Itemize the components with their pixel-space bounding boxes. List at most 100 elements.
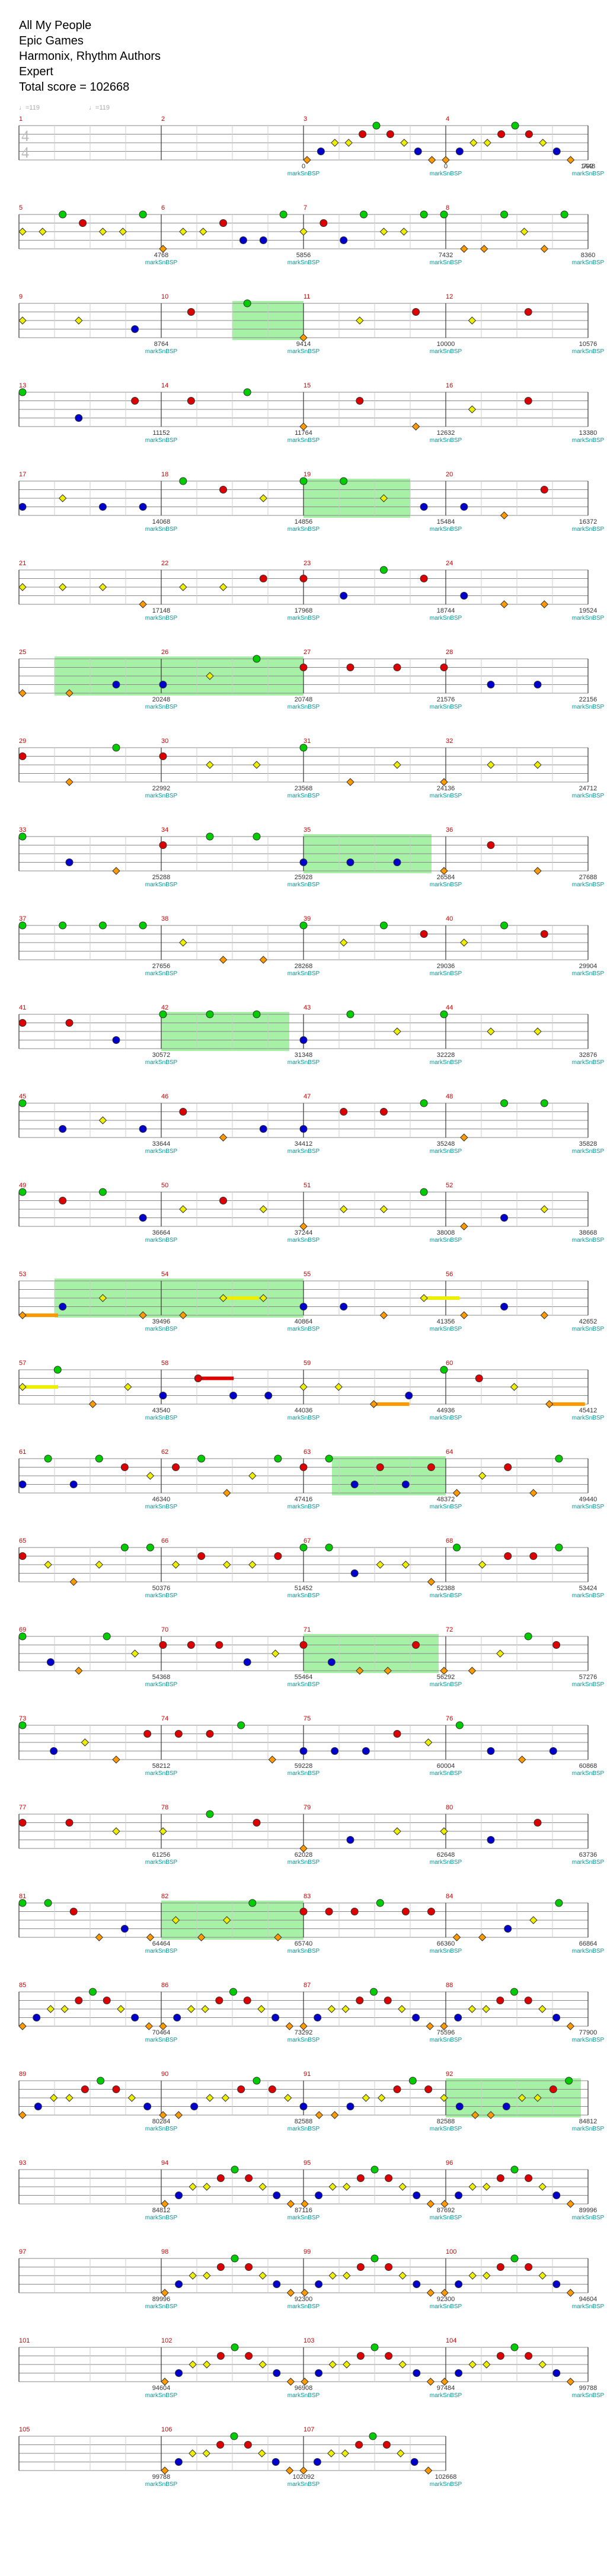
note-gem (455, 2369, 463, 2377)
note-gem (199, 228, 207, 236)
bar-score: 62028 (295, 1851, 313, 1859)
note-gem (44, 1899, 52, 1907)
note-gem (460, 1311, 468, 1319)
note-gem (219, 486, 228, 494)
note-gem (540, 1205, 548, 1213)
note-gem (356, 397, 364, 405)
bar-number: 89 (19, 2071, 26, 2078)
note-gem (259, 494, 267, 502)
bar-score: 27688 (579, 874, 598, 881)
tempo-mark: ♩=119 (19, 104, 40, 111)
bar-score: 0 (444, 163, 448, 170)
note-gem (95, 1561, 103, 1569)
note-gem (159, 752, 167, 760)
bar-number: 80 (446, 1804, 453, 1811)
note-gem (346, 778, 354, 786)
sp-label: markSnBSP (430, 348, 462, 355)
note-gem (299, 1303, 308, 1311)
note-gem (376, 1561, 384, 1569)
note-gem (299, 2103, 308, 2110)
note-gem (487, 761, 495, 769)
note-gem (243, 1658, 251, 1666)
bar-number: 29 (19, 738, 26, 745)
note-gem (18, 2111, 27, 2119)
note-gem (566, 2200, 575, 2208)
note-gem (487, 1027, 495, 1036)
bar-number: 93 (19, 2160, 26, 2167)
note-gem (350, 1908, 359, 1915)
sp-label: markSnBSP (430, 2303, 462, 2310)
note-gem (131, 325, 139, 333)
bar-number: 42 (161, 1004, 168, 1011)
note-gem (179, 1205, 187, 1213)
bar-number: 18 (161, 471, 168, 478)
bar-number: 52 (446, 1182, 453, 1189)
bar-number: 62 (161, 1449, 168, 1456)
note-gem (370, 2254, 379, 2263)
note-gem (379, 1205, 388, 1213)
sp-label: markSnBSP (572, 1504, 605, 1510)
note-gem (97, 2077, 105, 2085)
note-gem (179, 1108, 187, 1116)
note-gem (412, 2014, 420, 2021)
bar-score: 84812 (152, 2207, 171, 2214)
note-gem (18, 388, 27, 396)
total-score: Total score = 102668 (19, 81, 130, 94)
note-gem (452, 1933, 461, 1941)
note-gem (301, 2200, 309, 2208)
sp-label: markSnBSP (572, 1326, 605, 1332)
bar-number: 65 (19, 1537, 26, 1545)
note-gem (271, 2458, 280, 2466)
sp-label: markSnBSP (145, 1237, 178, 1244)
note-gem (65, 858, 74, 866)
bar-number: 8 (446, 204, 449, 212)
note-gem (440, 2289, 449, 2297)
note-gem (334, 1383, 343, 1391)
bar-score: 17968 (295, 607, 313, 614)
note-gem (59, 210, 67, 219)
note-gem (197, 1552, 206, 1560)
note-gem (538, 2005, 547, 2013)
note-gem (325, 1908, 333, 1915)
sp-label: markSnBSP (430, 1059, 462, 1066)
note-gem (510, 1988, 518, 1996)
sp-label: markSnBSP (287, 171, 320, 177)
bar-number: 97 (19, 2248, 26, 2255)
sp-label: markSnBSP (572, 259, 605, 266)
note-gem (533, 761, 542, 769)
note-gem (219, 956, 228, 964)
note-gem (159, 1010, 167, 1018)
sustain-tail (424, 1296, 460, 1300)
bar-number: 68 (446, 1537, 453, 1545)
bar-number: 15 (304, 382, 311, 389)
note-gem (81, 2085, 89, 2093)
note-gem (539, 139, 547, 147)
bar-score: 82588 (295, 2118, 313, 2125)
bar-score: 14856 (295, 518, 313, 526)
bar-number: 83 (304, 1893, 311, 1900)
note-gem (273, 2369, 281, 2377)
note-gem (538, 2183, 547, 2191)
note-gem (248, 1472, 257, 1480)
bar-score: 92300 (437, 2296, 455, 2303)
note-gem (112, 681, 120, 688)
sp-label: markSnBSP (430, 2215, 462, 2221)
note-gem (393, 1827, 401, 1835)
note-gem (393, 1027, 401, 1036)
note-gem (50, 1747, 58, 1755)
note-gem (146, 1543, 154, 1552)
sp-label: markSnBSP (287, 1593, 320, 1599)
note-gem (18, 228, 27, 236)
bar-number: 100 (446, 2248, 456, 2255)
note-gem (379, 1311, 388, 1319)
bar-number: 36 (446, 826, 453, 834)
sustain-tail (23, 1385, 58, 1389)
note-gem (139, 1125, 147, 1133)
note-gem (331, 139, 339, 147)
bar-number: 64 (446, 1449, 453, 1456)
note-gem (46, 1658, 55, 1666)
note-gem (356, 2174, 365, 2182)
note-gem (483, 2271, 491, 2280)
note-gem (95, 1454, 103, 1463)
sp-label: markSnBSP (145, 1593, 178, 1599)
